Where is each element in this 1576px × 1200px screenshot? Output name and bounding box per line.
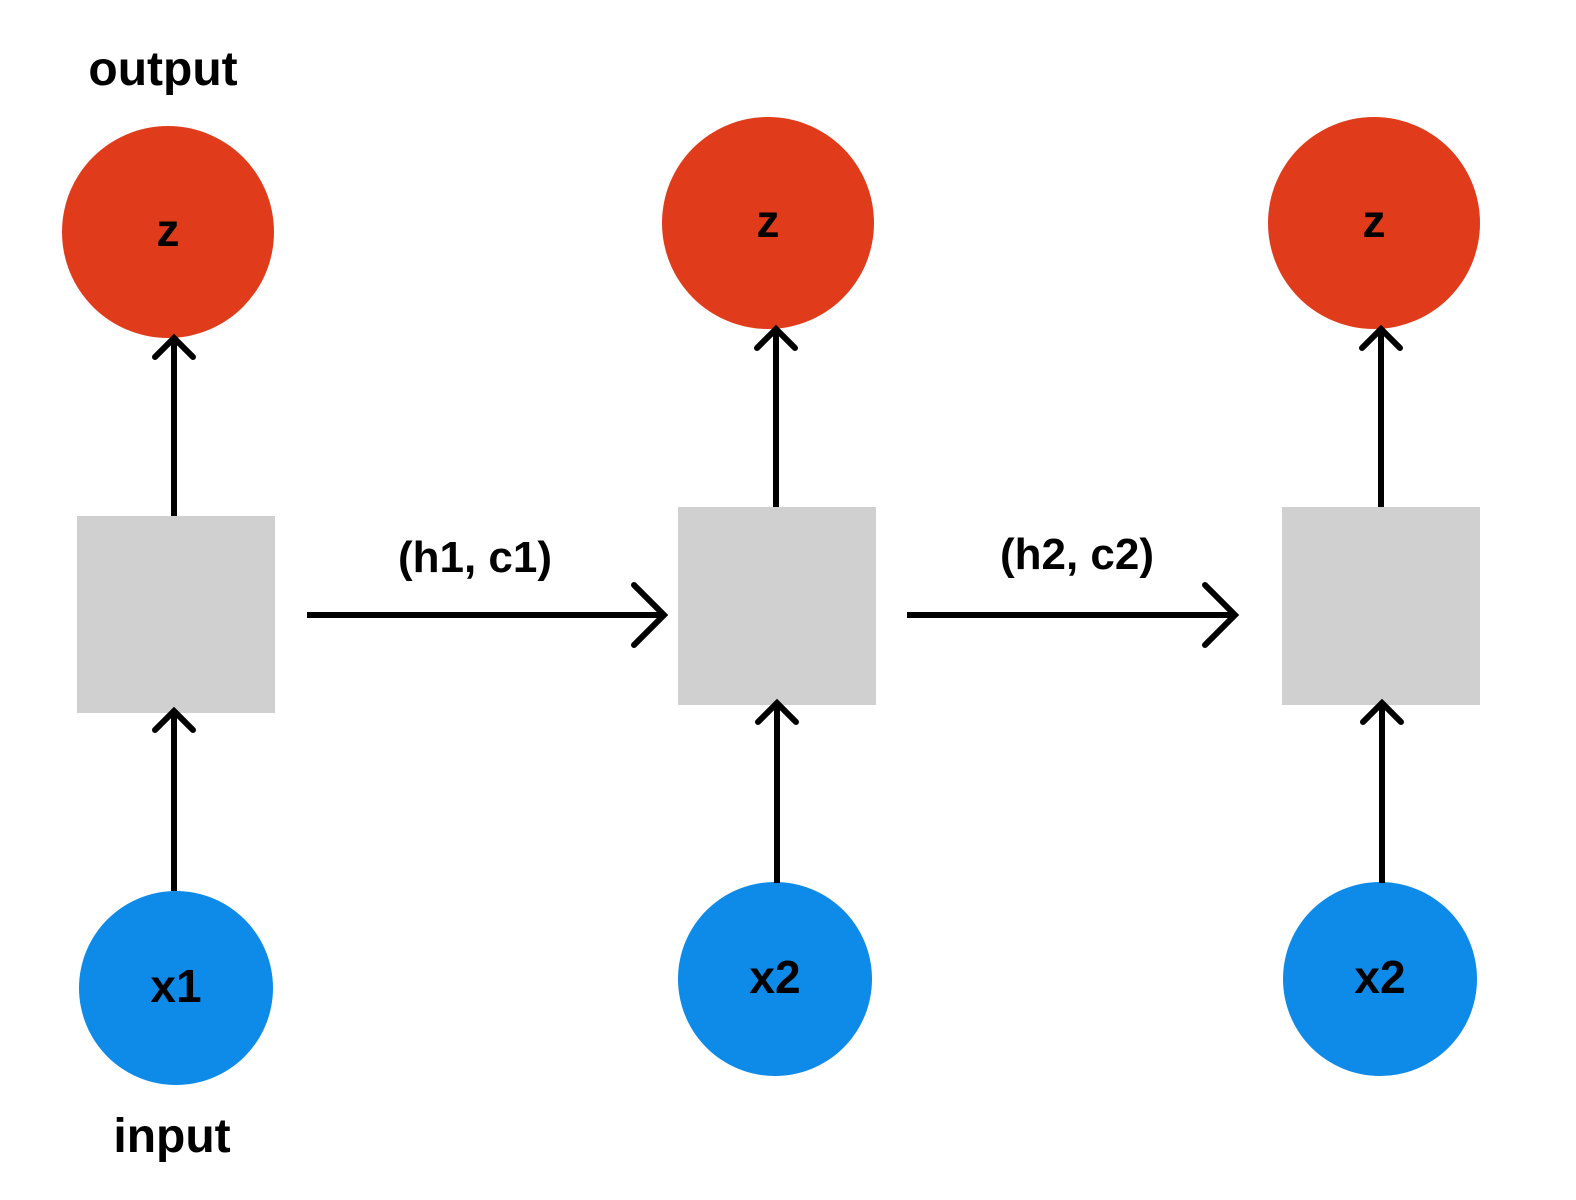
lstm-cell-3: [1282, 507, 1480, 705]
cell-to-output-arrowhead-3: [1359, 324, 1403, 351]
input-label: input: [113, 1110, 230, 1163]
input-to-cell-arrowhead-2: [755, 698, 799, 725]
time-step-3: z x2: [1268, 117, 1480, 1076]
state-arrowhead-2: [1202, 582, 1240, 648]
lstm-cell-1: [77, 516, 275, 713]
lstm-cell-2: [678, 507, 876, 705]
input-node-2: [678, 882, 872, 1076]
cell-to-output-arrowhead-2: [754, 324, 798, 351]
output-node-3: [1268, 117, 1480, 329]
state-label-2: (h2, c2): [1000, 530, 1154, 579]
output-node-1: [62, 126, 274, 338]
input-node-3-label: x2: [1354, 951, 1405, 1003]
input-to-cell-arrowhead-3: [1360, 698, 1404, 725]
transition-2: (h2, c2): [907, 530, 1240, 648]
output-label: output: [88, 43, 237, 96]
input-node-1-label: x1: [150, 960, 201, 1012]
transition-1: (h1, c1): [307, 533, 669, 648]
output-node-2-label: z: [757, 195, 780, 247]
output-node-1-label: z: [157, 204, 180, 256]
output-node-3-label: z: [1363, 195, 1386, 247]
input-node-2-label: x2: [749, 951, 800, 1003]
output-node-2: [662, 117, 874, 329]
input-node-1: [79, 891, 273, 1085]
state-arrowhead-1: [631, 582, 669, 648]
state-label-1: (h1, c1): [398, 533, 552, 582]
time-step-1: z x1: [62, 126, 275, 1085]
cell-to-output-arrowhead-1: [152, 333, 196, 360]
input-node-3: [1283, 882, 1477, 1076]
input-to-cell-arrowhead-1: [152, 706, 196, 733]
time-step-2: z x2: [662, 117, 876, 1076]
